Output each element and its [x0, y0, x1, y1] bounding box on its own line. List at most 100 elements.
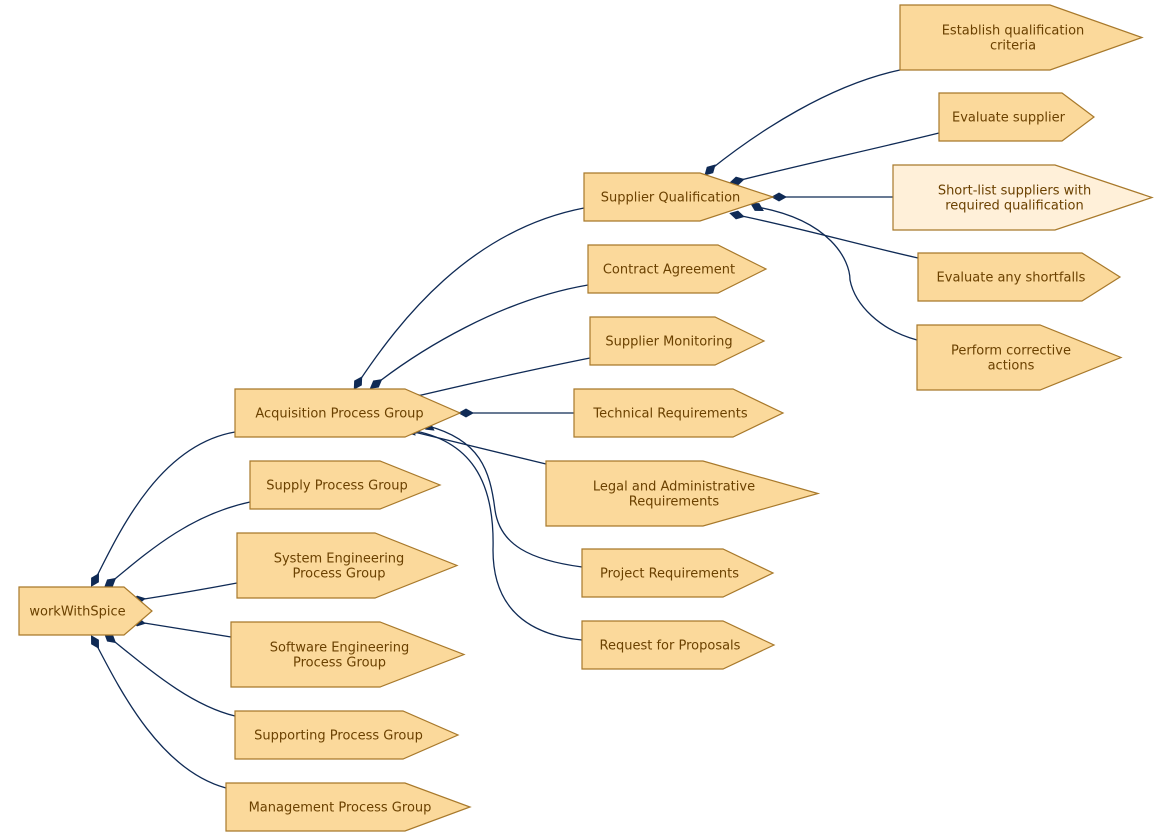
- node-projreq[interactable]: Project Requirements: [581, 548, 775, 598]
- node-label: Perform corrective: [951, 344, 1071, 359]
- node-label: criteria: [990, 39, 1036, 54]
- node-label: Project Requirements: [600, 567, 739, 582]
- edge-supqual-shortlist: [771, 192, 893, 202]
- node-label: Supplier Monitoring: [605, 335, 732, 350]
- node-shape: [234, 388, 462, 438]
- edge-acq-legal: [402, 426, 547, 465]
- node-evalsup[interactable]: Evaluate supplier: [938, 92, 1095, 142]
- node-shape: [236, 532, 459, 599]
- node-label: actions: [988, 359, 1035, 374]
- node-label: Requirements: [629, 495, 720, 510]
- node-evalshort[interactable]: Evaluate any shortfalls: [917, 252, 1122, 302]
- edge-line: [94, 431, 236, 581]
- edge-line: [409, 430, 547, 465]
- edge-root-acq: [91, 431, 236, 587]
- node-label: Request for Proposals: [600, 639, 741, 654]
- node-root[interactable]: workWithSpice: [18, 586, 153, 636]
- edge-acq-supmon: [405, 357, 591, 402]
- node-label: required qualification: [945, 199, 1084, 214]
- node-label: workWithSpice: [29, 605, 125, 620]
- node-label: Process Group: [293, 656, 386, 671]
- edge-root-mgmt: [91, 635, 227, 789]
- node-shape: [587, 244, 768, 294]
- node-label: Short-list suppliers with: [938, 184, 1091, 199]
- composition-diamond: [91, 573, 99, 587]
- node-supqual[interactable]: Supplier Qualification: [583, 172, 775, 222]
- node-shape: [230, 621, 466, 688]
- edge-line: [756, 206, 918, 341]
- node-shape: [583, 172, 775, 222]
- edge-line: [94, 641, 227, 789]
- edges-layer: [91, 69, 940, 789]
- node-label: Process Group: [292, 567, 385, 582]
- composition-diamond: [91, 635, 99, 649]
- node-support[interactable]: Supporting Process Group: [234, 710, 460, 760]
- node-acq[interactable]: Acquisition Process Group: [234, 388, 462, 438]
- edge-acq-contract: [369, 284, 589, 389]
- edge-supqual-evalshort: [729, 210, 919, 259]
- edge-line: [409, 429, 583, 641]
- node-shape: [573, 388, 785, 438]
- node-label: Establish qualification: [942, 24, 1085, 39]
- node-supply[interactable]: Supply Process Group: [249, 460, 442, 510]
- node-rfp[interactable]: Request for Proposals: [581, 620, 776, 670]
- edge-line: [709, 69, 901, 171]
- edge-acq-techreq: [458, 408, 574, 418]
- edge-supqual-corrective: [750, 203, 918, 341]
- composition-diamond: [771, 192, 787, 202]
- composition-diamond: [353, 376, 363, 390]
- node-label: Supplier Qualification: [601, 191, 741, 206]
- node-shape: [938, 92, 1095, 142]
- node-shape: [892, 164, 1154, 231]
- node-label: System Engineering: [274, 552, 405, 567]
- edge-line: [109, 637, 236, 717]
- node-shape: [225, 782, 472, 832]
- edge-line: [736, 214, 919, 259]
- node-shape: [899, 4, 1144, 71]
- composition-diamond: [704, 164, 716, 176]
- edge-root-support: [103, 632, 236, 717]
- edge-line: [427, 425, 583, 568]
- edge-line: [109, 501, 251, 584]
- node-shape: [917, 252, 1122, 302]
- edge-acq-supqual: [353, 207, 585, 390]
- composition-diamond: [103, 577, 117, 589]
- node-label: Technical Requirements: [592, 407, 747, 422]
- composition-diamond: [369, 379, 383, 389]
- composition-diamond: [750, 203, 764, 211]
- node-shape: [581, 620, 776, 670]
- edge-root-sweng: [130, 617, 232, 638]
- edge-acq-rfp: [404, 424, 583, 641]
- edge-line: [412, 357, 591, 398]
- node-label: Software Engineering: [270, 641, 409, 656]
- edge-line: [137, 582, 238, 601]
- edge-root-syseng: [130, 582, 238, 605]
- node-contract[interactable]: Contract Agreement: [587, 244, 768, 294]
- node-label: Legal and Administrative: [593, 480, 755, 495]
- node-techreq[interactable]: Technical Requirements: [573, 388, 785, 438]
- node-label: Evaluate supplier: [952, 111, 1066, 126]
- node-label: Management Process Group: [249, 801, 432, 816]
- composition-diamond: [458, 408, 474, 418]
- node-label: Acquisition Process Group: [255, 407, 423, 422]
- node-shape: [234, 710, 460, 760]
- node-supmon[interactable]: Supplier Monitoring: [589, 316, 766, 366]
- edge-root-supply: [103, 501, 251, 589]
- node-label: Contract Agreement: [603, 263, 735, 278]
- node-label: Supply Process Group: [266, 479, 407, 494]
- node-shape: [916, 324, 1123, 391]
- edge-line: [736, 132, 940, 182]
- node-mgmt[interactable]: Management Process Group: [225, 782, 472, 832]
- node-label: Supporting Process Group: [254, 729, 423, 744]
- node-shape: [581, 548, 775, 598]
- node-shape: [589, 316, 766, 366]
- edge-supqual-estab: [704, 69, 901, 176]
- node-shape: [18, 586, 153, 636]
